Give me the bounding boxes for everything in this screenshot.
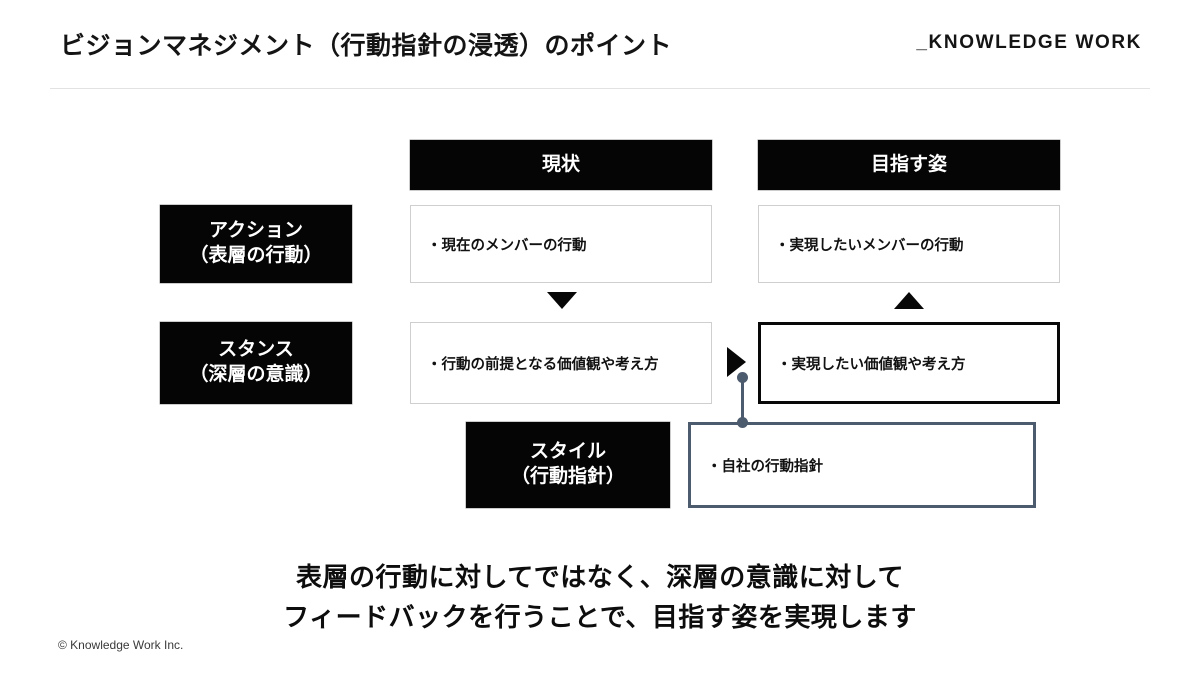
column-header-target-state: 目指す姿 <box>758 140 1060 190</box>
column-header-current-state: 現状 <box>410 140 712 190</box>
page-title: ビジョンマネジメント（行動指針の浸透）のポイント <box>60 32 673 60</box>
connector-line <box>741 377 744 423</box>
connector-dot-bottom-icon <box>737 417 748 428</box>
header-divider <box>50 88 1150 89</box>
summary-message-line1: 表層の行動に対してではなく、深層の意識に対して <box>296 562 904 592</box>
footer-copyright: © Knowledge Work Inc. <box>58 638 184 652</box>
cell-current-action: ・現在のメンバーの行動 <box>410 205 712 283</box>
row-label-style-line1: スタイル <box>529 441 606 463</box>
cell-target-action-text: ・実現したいメンバーの行動 <box>775 237 964 254</box>
row-label-style-text: スタイル （行動指針） <box>511 440 625 489</box>
cell-company-guideline: ・自社の行動指針 <box>688 422 1036 508</box>
cell-current-stance: ・行動の前提となる価値観や考え方 <box>410 322 712 404</box>
cell-current-action-text: ・現在のメンバーの行動 <box>427 237 587 254</box>
cell-current-stance-text: ・行動の前提となる価値観や考え方 <box>427 356 659 373</box>
cell-target-stance-text: ・実現したい価値観や考え方 <box>777 356 966 373</box>
row-label-action-line1: アクション <box>208 220 304 242</box>
column-header-target-state-label: 目指す姿 <box>870 153 947 175</box>
row-label-style-line2: （行動指針） <box>510 466 625 487</box>
row-label-action: アクション （表層の行動） <box>160 205 352 283</box>
row-label-action-text: アクション （表層の行動） <box>189 219 322 268</box>
row-label-stance-text: スタンス （深層の意識） <box>189 338 322 387</box>
arrow-right-icon <box>727 347 746 377</box>
cell-target-action: ・実現したいメンバーの行動 <box>758 205 1060 283</box>
cell-target-stance: ・実現したい価値観や考え方 <box>758 322 1060 404</box>
brand-logo: _KNOWLEDGE WORK <box>916 32 1142 53</box>
connector-dot-top-icon <box>737 372 748 383</box>
row-label-style: スタイル （行動指針） <box>466 422 670 508</box>
row-label-stance-line2: （深層の意識） <box>189 364 323 385</box>
arrow-up-icon <box>894 292 924 309</box>
cell-company-guideline-text: ・自社の行動指針 <box>707 458 823 475</box>
summary-message: 表層の行動に対してではなく、深層の意識に対して フィードバックを行うことで、目指… <box>0 557 1200 638</box>
row-label-action-line2: （表層の行動） <box>189 245 323 266</box>
arrow-down-icon <box>547 292 577 309</box>
summary-message-line2: フィードバックを行うことで、目指す姿を実現します <box>283 602 917 633</box>
column-header-current-state-label: 現状 <box>541 153 580 175</box>
row-label-stance-line1: スタンス <box>218 339 294 361</box>
row-label-stance: スタンス （深層の意識） <box>160 322 352 404</box>
